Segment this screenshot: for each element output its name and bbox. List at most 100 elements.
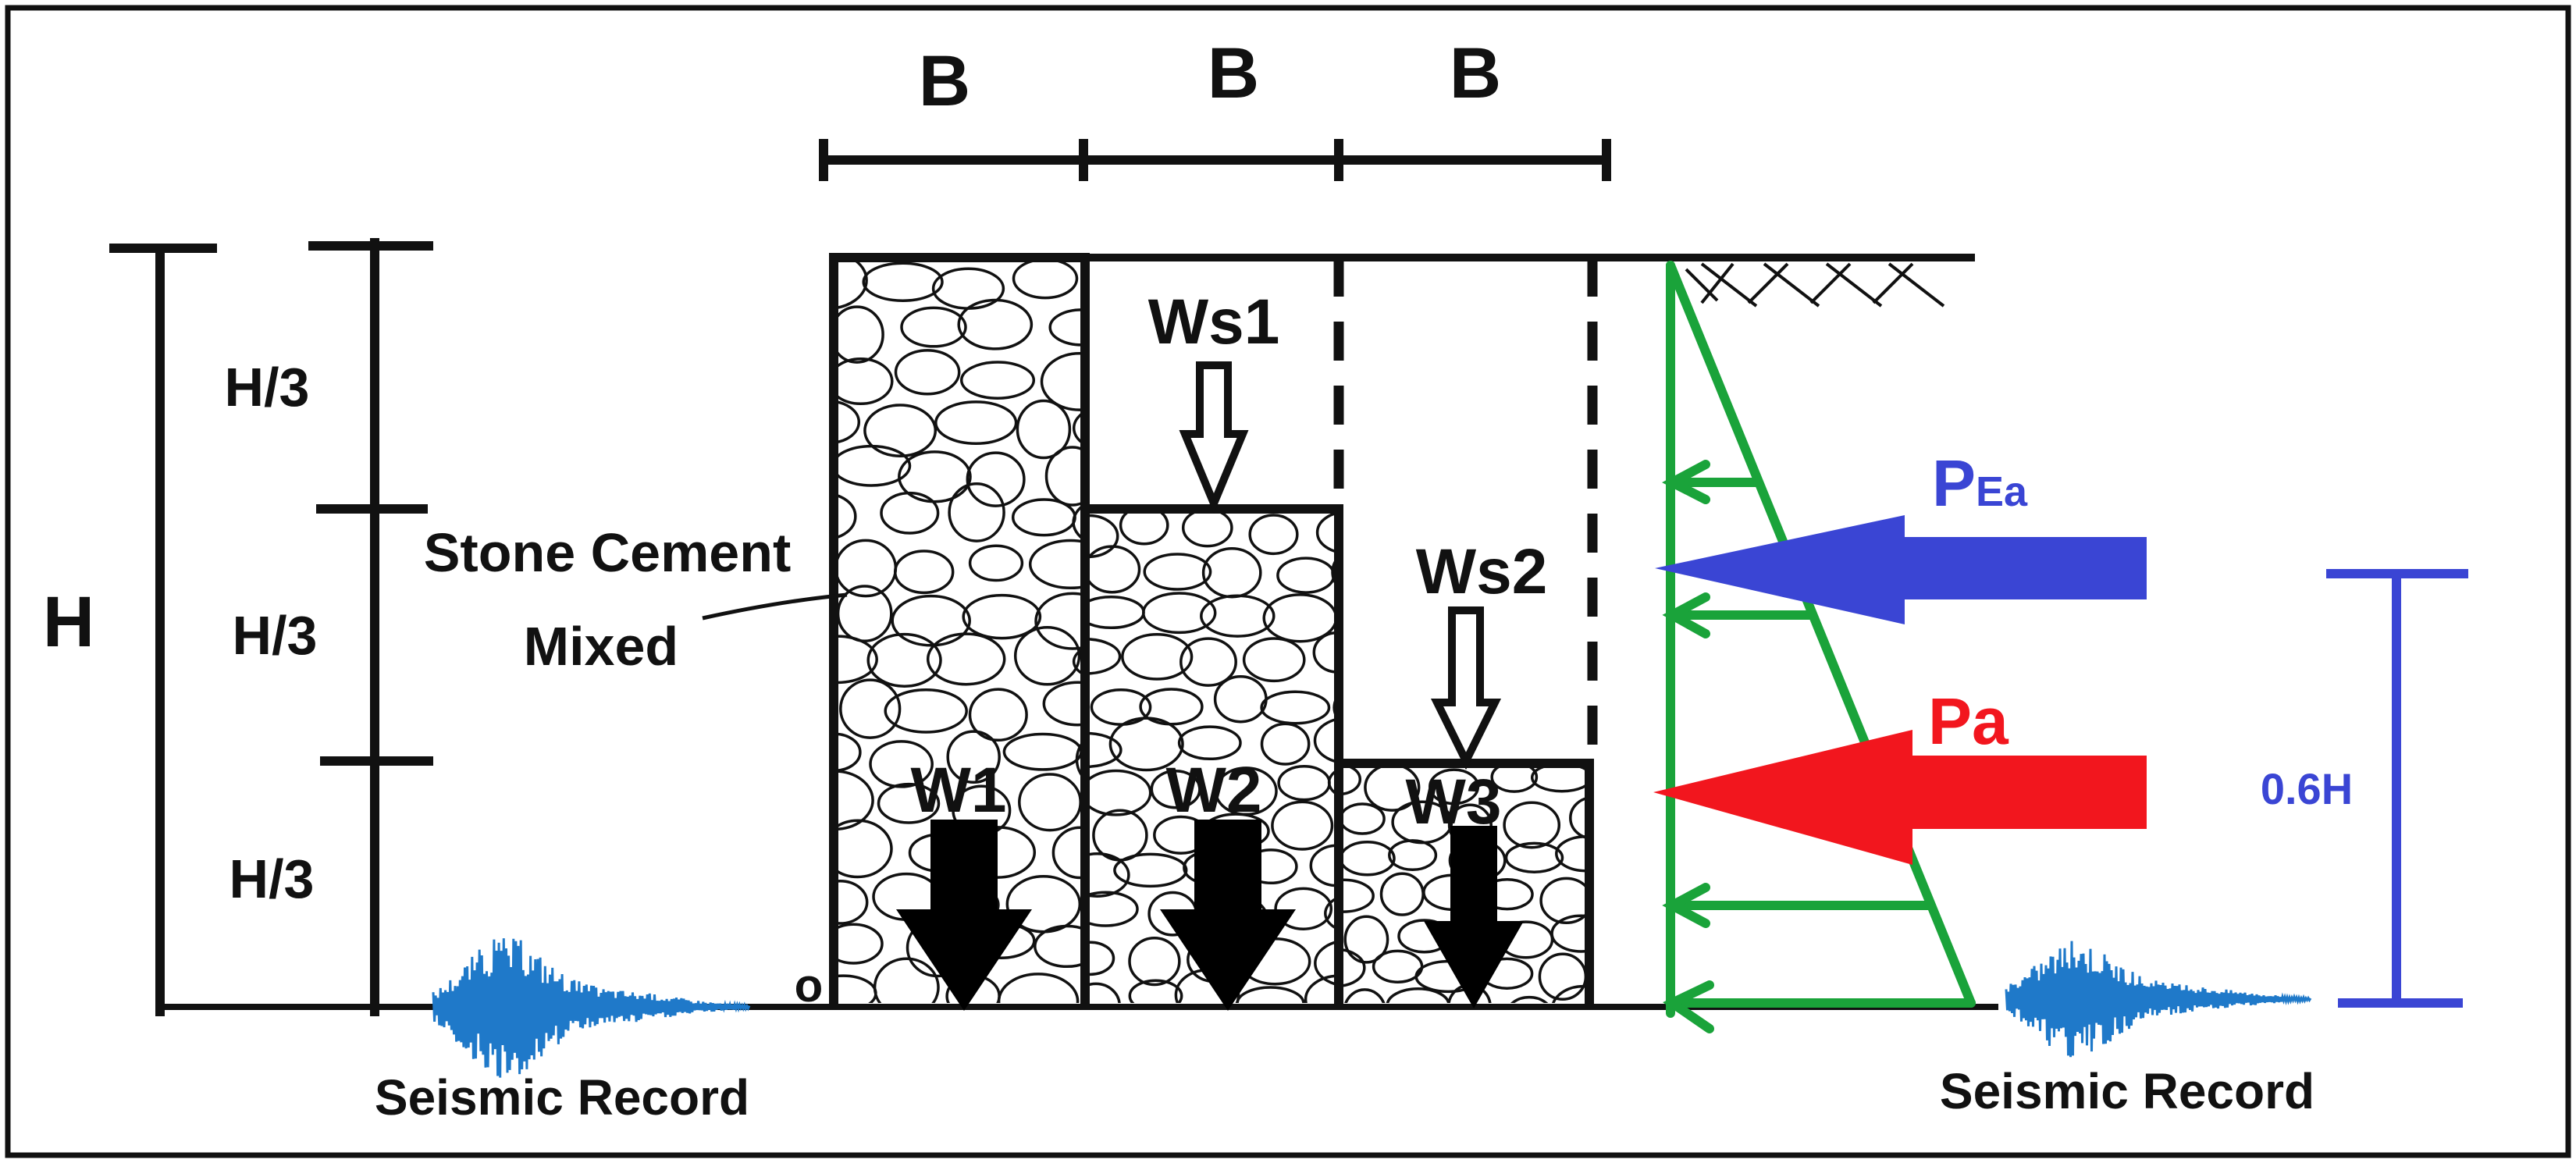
h3-dimension-line xyxy=(308,238,433,1016)
stone xyxy=(862,261,944,302)
stone xyxy=(873,1022,941,1056)
stone xyxy=(1591,958,1653,987)
stone xyxy=(835,258,868,310)
stone xyxy=(835,400,861,444)
dashed-back-lines xyxy=(1333,258,1598,763)
h06-label: 0.6H xyxy=(2261,764,2353,813)
stone xyxy=(835,493,857,539)
stone xyxy=(893,549,955,595)
stone xyxy=(1394,1037,1446,1066)
stone xyxy=(1274,1017,1330,1066)
stone xyxy=(1331,557,1337,588)
stone xyxy=(1089,731,1123,769)
stone xyxy=(1150,769,1201,809)
w2-arrow xyxy=(1160,820,1296,1011)
stone xyxy=(1016,399,1072,460)
stone xyxy=(947,1008,1005,1064)
stone xyxy=(1260,722,1311,766)
stone xyxy=(1044,446,1085,507)
stone xyxy=(946,730,1001,784)
stone xyxy=(1089,941,1115,976)
seismic-record-label-left: Seismic Record xyxy=(375,1069,749,1126)
stone xyxy=(1271,800,1334,851)
stone xyxy=(1591,768,1644,806)
stone xyxy=(934,400,1018,446)
stone xyxy=(880,491,940,535)
seismic-record-label-right: Seismic Record xyxy=(1940,1063,2314,1119)
stone xyxy=(1560,1032,1617,1060)
pa-label: Pa xyxy=(1928,685,2009,758)
stone xyxy=(1341,802,1386,835)
stone xyxy=(1539,877,1589,924)
stone xyxy=(866,632,942,688)
stone xyxy=(835,539,898,598)
stone xyxy=(891,594,971,647)
stone xyxy=(1201,546,1262,599)
h-label: H xyxy=(43,582,94,662)
stone xyxy=(1213,674,1268,724)
stone xyxy=(1113,831,1173,873)
pea-label-main: P xyxy=(1932,446,1976,520)
stone xyxy=(1089,545,1141,594)
seismic-waveform-icon xyxy=(2005,941,2312,1058)
stone xyxy=(1089,769,1152,816)
w1-label: W1 xyxy=(911,755,1007,826)
stone xyxy=(1042,681,1085,727)
w3-label: W3 xyxy=(1406,766,1502,838)
stone xyxy=(1018,773,1082,832)
stone xyxy=(968,544,1024,582)
stone xyxy=(1179,637,1237,687)
stone xyxy=(1075,738,1085,781)
b-label-3: B xyxy=(1450,34,1501,113)
stone xyxy=(1104,446,1179,483)
stone xyxy=(1341,948,1366,987)
stone xyxy=(1089,514,1119,559)
stone xyxy=(1304,974,1337,1003)
stone xyxy=(1089,638,1122,675)
stone xyxy=(1113,852,1188,888)
stone xyxy=(1012,258,1079,300)
stone xyxy=(926,632,1006,686)
stone xyxy=(1080,1017,1133,1058)
pea-label-sub: Ea xyxy=(1976,468,2028,515)
b-dimension-line xyxy=(819,139,1611,181)
stone xyxy=(931,267,1005,310)
stone xyxy=(1107,360,1179,408)
stone xyxy=(1315,511,1337,553)
stone xyxy=(1339,1033,1384,1062)
stone xyxy=(1119,509,1169,546)
ws2-label: Ws2 xyxy=(1416,536,1548,607)
figure-border xyxy=(5,5,2571,1158)
stone xyxy=(1260,690,1331,725)
h3-label-top: H/3 xyxy=(225,357,310,418)
stone xyxy=(1072,646,1085,677)
pea-arrow xyxy=(1655,515,2147,624)
stone xyxy=(1242,637,1306,683)
stone xyxy=(1277,765,1331,802)
stone xyxy=(962,593,1042,640)
stone xyxy=(1121,633,1194,681)
stone xyxy=(835,770,874,831)
stone xyxy=(1569,796,1589,840)
stone xyxy=(1341,763,1362,796)
stone xyxy=(948,482,1005,542)
ws1-label: Ws1 xyxy=(1148,286,1280,357)
stone xyxy=(835,880,869,925)
stone xyxy=(869,740,934,788)
stone xyxy=(1143,553,1212,591)
stone xyxy=(863,404,938,457)
stone xyxy=(1552,984,1589,1003)
stone xyxy=(1002,732,1083,771)
stone xyxy=(1040,351,1085,411)
stone xyxy=(957,298,1034,350)
pea-label: PEa xyxy=(1932,446,2028,520)
dimension-06h xyxy=(2326,569,2468,1008)
wall-outline xyxy=(829,253,1975,1005)
stone xyxy=(1332,695,1337,720)
stone xyxy=(966,451,1026,507)
stone xyxy=(900,306,967,348)
stone xyxy=(1429,768,1480,806)
stone xyxy=(1081,985,1085,1003)
stone xyxy=(1388,839,1438,872)
stone xyxy=(1034,592,1085,650)
